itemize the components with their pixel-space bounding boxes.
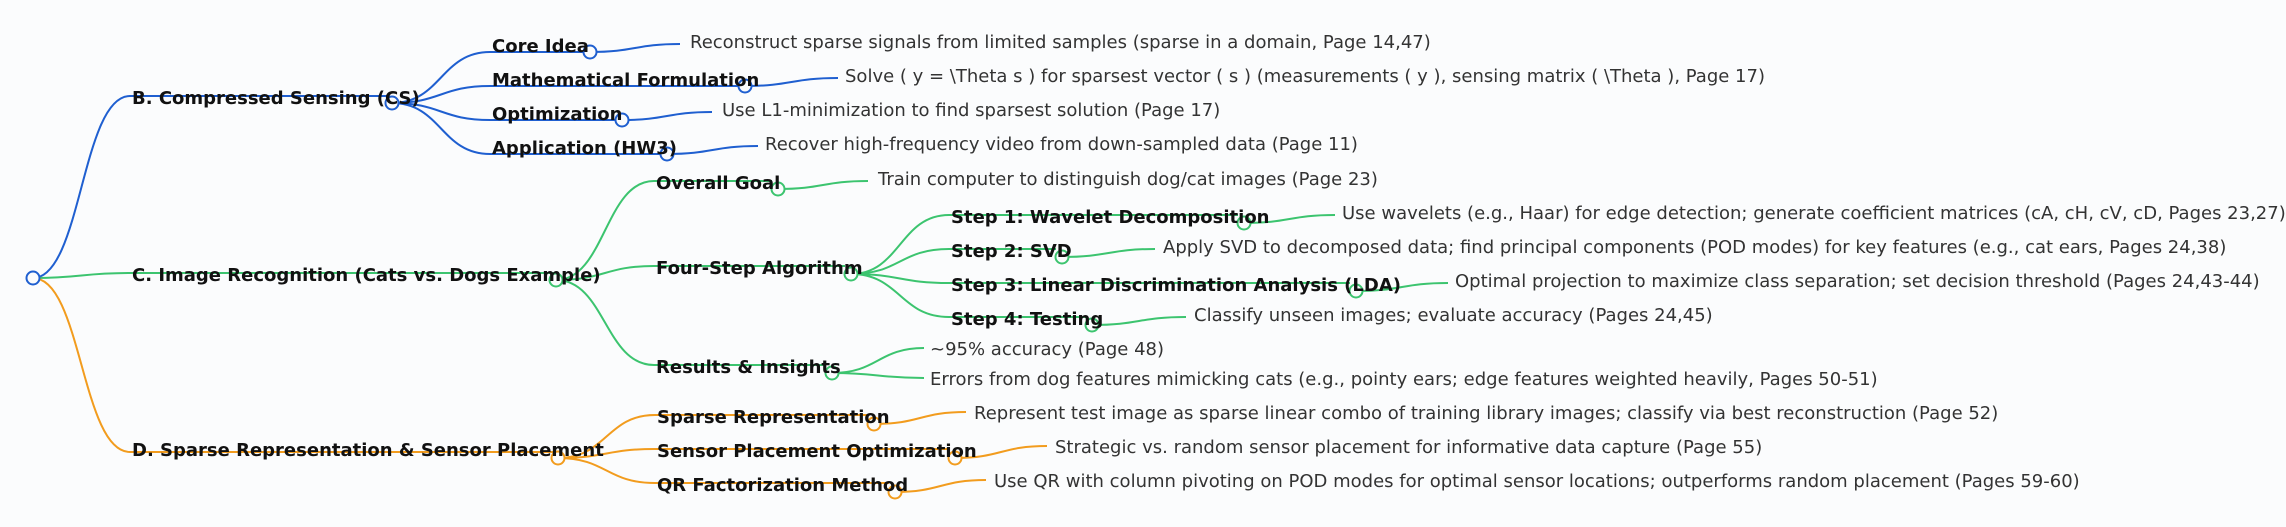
step-handle-0[interactable] [1236, 215, 1252, 231]
leaf-math-formulation-detail: Solve ( y = \Theta s ) for sparsest vect… [845, 66, 1765, 87]
leaf-application-detail: Recover high-frequency video from down-s… [765, 134, 1358, 155]
edge-cs-detail-0 [589, 43, 681, 53]
branch-image-recognition[interactable]: C. Image Recognition (Cats vs. Dogs Exam… [132, 265, 601, 286]
edge-cs-detail-1 [744, 77, 839, 87]
leaf-sensor-placement-detail: Strategic vs. random sensor placement fo… [1055, 437, 1763, 458]
edge-sr-detail-2 [894, 479, 987, 493]
edge-ir-results [555, 279, 655, 366]
leaf-step-4-detail: Classify unseen images; evaluate accurac… [1194, 305, 1713, 326]
node-step-3[interactable]: Step 3: Linear Discrimination Analysis (… [951, 275, 1401, 296]
edge-ir-goal [555, 180, 655, 281]
edge-root-sr [32, 277, 131, 453]
step-handle-2[interactable] [1348, 283, 1364, 299]
node-application-hw3[interactable]: Application (HW3) [492, 138, 677, 159]
cs-child-handle-3[interactable] [659, 146, 675, 162]
leaf-step-1-detail: Use wavelets (e.g., Haar) for edge detec… [1342, 203, 2286, 224]
sr-child-handle-0[interactable] [866, 416, 882, 432]
node-overall-goal[interactable]: Overall Goal [656, 173, 781, 194]
node-step-1[interactable]: Step 1: Wavelet Decomposition [951, 207, 1270, 228]
edge-cs-detail-3 [666, 145, 759, 155]
node-core-idea[interactable]: Core Idea [492, 36, 589, 57]
edge-sr-detail-0 [873, 411, 967, 425]
leaf-step-2-detail: Apply SVD to decomposed data; find princ… [1163, 237, 2227, 258]
edge-sr-detail-1 [954, 445, 1048, 459]
leaf-sparse-representation-detail: Represent test image as sparse linear co… [974, 403, 1999, 424]
sr-handle[interactable] [550, 450, 566, 466]
node-results-insights[interactable]: Results & Insights [656, 357, 841, 378]
step-handle-3[interactable] [1084, 317, 1100, 333]
sr-child-handle-1[interactable] [947, 450, 963, 466]
edge-root-ir [32, 272, 131, 279]
node-step-4[interactable]: Step 4: Testing [951, 309, 1104, 330]
edge-algo-step-3 [850, 273, 950, 318]
sr-child-handle-2[interactable] [887, 484, 903, 500]
node-optimization[interactable]: Optimization [492, 104, 623, 125]
leaf-overall-goal-detail: Train computer to distinguish dog/cat im… [878, 169, 1378, 190]
edge-goal-detail [777, 180, 869, 190]
mindmap-canvas [25, 43, 1449, 500]
leaf-core-idea-detail: Reconstruct sparse signals from limited … [690, 32, 1431, 53]
node-qr-factorization[interactable]: QR Factorization Method [657, 475, 909, 496]
cs-child-handle-1[interactable] [737, 78, 753, 94]
leaf-results-errors: Errors from dog features mimicking cats … [930, 369, 1878, 390]
root-handle-circle[interactable] [25, 270, 41, 286]
edge-algo-step-1 [850, 248, 950, 275]
edge-sr-child-0 [557, 414, 656, 459]
edge-cs-child-3 [391, 102, 491, 155]
leaf-optimization-detail: Use L1-minimization to find sparsest sol… [722, 100, 1221, 121]
cs-handle[interactable] [384, 95, 400, 111]
edge-algo-step-2 [850, 273, 950, 284]
algo-handle[interactable] [843, 266, 859, 282]
edge-cs-child-0 [391, 51, 491, 104]
node-step-2[interactable]: Step 2: SVD [951, 241, 1072, 262]
node-sensor-placement[interactable]: Sensor Placement Optimization [657, 441, 977, 462]
results-handle[interactable] [824, 365, 840, 381]
edge-sr-child-2 [557, 457, 656, 484]
edge-step-detail-3 [1091, 316, 1187, 326]
mindmap-edges [32, 43, 1449, 493]
edge-sr-child-1 [557, 448, 656, 459]
cs-child-handle-0[interactable] [582, 44, 598, 60]
edge-cs-detail-2 [621, 111, 713, 121]
branch-sparse-representation[interactable]: D. Sparse Representation & Sensor Placem… [132, 440, 604, 461]
cs-child-handle-2[interactable] [614, 112, 630, 128]
edge-step-detail-2 [1355, 282, 1449, 292]
step-handle-1[interactable] [1054, 249, 1070, 265]
edge-step-detail-1 [1061, 248, 1156, 258]
ir-handle[interactable] [548, 272, 564, 288]
edge-ir-algo [555, 265, 655, 281]
edge-results-err [831, 372, 925, 379]
edge-algo-step-0 [850, 214, 950, 275]
leaf-results-accuracy: ~95% accuracy (Page 48) [930, 339, 1164, 360]
node-four-step-algorithm[interactable]: Four-Step Algorithm [656, 258, 863, 279]
node-sparse-representation[interactable]: Sparse Representation [657, 407, 890, 428]
goal-handle[interactable] [770, 181, 786, 197]
edge-cs-child-1 [391, 85, 491, 104]
node-mathematical-formulation[interactable]: Mathematical Formulation [492, 70, 760, 91]
edge-results-acc [831, 347, 925, 374]
leaf-step-3-detail: Optimal projection to maximize class sep… [1455, 271, 2260, 292]
leaf-qr-factorization-detail: Use QR with column pivoting on POD modes… [994, 471, 2080, 492]
edge-step-detail-0 [1243, 214, 1336, 224]
mindmap-node-handles [25, 44, 1364, 500]
branch-compressed-sensing[interactable]: B. Compressed Sensing (CS) [132, 88, 420, 109]
edge-root-cs [32, 95, 131, 279]
